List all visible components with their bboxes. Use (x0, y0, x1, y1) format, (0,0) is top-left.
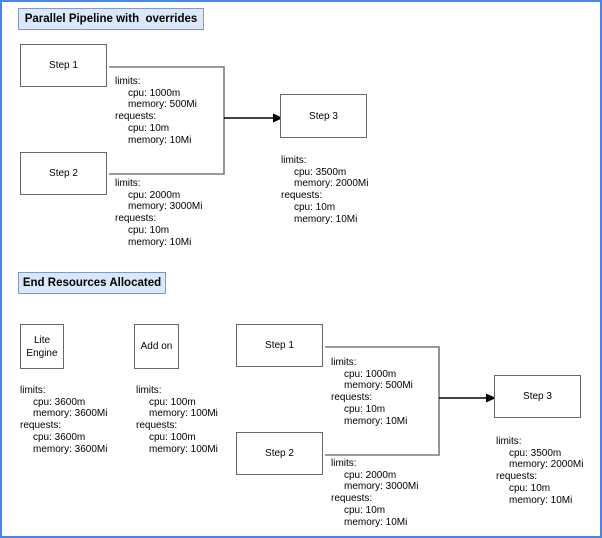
resource-line: cpu: 2000m (128, 189, 181, 201)
resource-line: limits: (331, 458, 357, 469)
resource-line: cpu: 100m (149, 431, 196, 443)
resource-line: memory: 100Mi (149, 408, 218, 420)
resource-line: memory: 2000Mi (509, 459, 584, 471)
node-label: Step 2 (265, 448, 294, 459)
connector-bracket-top (109, 66, 225, 175)
resource-line: limits: (331, 357, 357, 368)
resource-line: cpu: 2000m (344, 469, 397, 481)
resource-line: cpu: 10m (344, 504, 386, 516)
resource-line: limits: (136, 385, 162, 396)
node-step3-top: Step 3 (280, 94, 367, 138)
resource-line: requests: (115, 213, 157, 225)
resource-line: cpu: 10m (294, 201, 336, 213)
resource-line: memory: 10Mi (509, 494, 573, 506)
resource-line: requests: (331, 493, 373, 505)
resource-line: requests: (281, 190, 323, 202)
resource-line: cpu: 10m (509, 482, 551, 494)
resource-line: memory: 100Mi (149, 443, 218, 455)
resource-line: limits: (115, 178, 141, 189)
node-label: Step 1 (49, 60, 78, 71)
resource-line: cpu: 3600m (33, 396, 86, 408)
section-title-parallel-pipeline: Parallel Pipeline with overrides (18, 8, 204, 30)
resource-line: memory: 10Mi (294, 213, 358, 225)
node-add-on: Add on (134, 324, 179, 369)
node-label: Step 1 (265, 340, 294, 351)
resource-line: requests: (496, 471, 538, 483)
resource-line: cpu: 1000m (344, 368, 397, 380)
resource-line: memory: 3000Mi (128, 201, 203, 213)
resource-line: memory: 10Mi (344, 415, 408, 427)
resource-line: memory: 3600Mi (33, 408, 108, 420)
node-step2-bottom: Step 2 (236, 432, 323, 475)
resource-line: requests: (331, 392, 373, 404)
arrow-head-bottom-icon (486, 393, 496, 403)
node-label: Step 3 (309, 110, 338, 122)
resource-line: cpu: 100m (149, 396, 196, 408)
node-label: Add on (140, 341, 173, 352)
resource-line: cpu: 10m (344, 403, 386, 415)
resource-line: cpu: 10m (128, 122, 170, 134)
resource-line: limits: (496, 436, 522, 447)
resource-line: limits: (281, 155, 307, 166)
resource-line: requests: (115, 111, 157, 123)
resource-line: memory: 10Mi (344, 516, 408, 528)
arrow-head-top-icon (273, 113, 283, 123)
resource-line: cpu: 3500m (294, 166, 347, 178)
resource-line: memory: 10Mi (128, 236, 192, 248)
resource-line: requests: (136, 420, 178, 432)
resource-line: memory: 3600Mi (33, 443, 108, 455)
section-title-end-resources: End Resources Allocated (18, 272, 166, 294)
node-label: Lite Engine (26, 334, 58, 359)
node-label: Step 3 (523, 391, 552, 402)
resource-line: memory: 10Mi (128, 134, 192, 146)
resource-line: limits: (115, 76, 141, 87)
resource-line: memory: 500Mi (128, 99, 197, 111)
resource-line: cpu: 10m (128, 224, 170, 236)
node-step2-top: Step 2 (20, 152, 107, 195)
resource-line: cpu: 3600m (33, 431, 86, 443)
node-step1-bottom: Step 1 (236, 324, 323, 367)
resource-line: cpu: 3500m (509, 447, 562, 459)
resource-line: limits: (20, 385, 46, 396)
resource-line: requests: (20, 420, 62, 432)
resource-line: memory: 2000Mi (294, 178, 369, 190)
node-lite-engine: Lite Engine (20, 324, 64, 369)
node-label: Step 2 (49, 168, 78, 179)
node-step1-top: Step 1 (20, 44, 107, 87)
resource-line: cpu: 1000m (128, 87, 181, 99)
resource-line: memory: 3000Mi (344, 481, 419, 493)
resource-line: memory: 500Mi (344, 380, 413, 392)
node-step3-bottom: Step 3 (494, 375, 581, 418)
connector-bracket-bottom (325, 346, 440, 456)
